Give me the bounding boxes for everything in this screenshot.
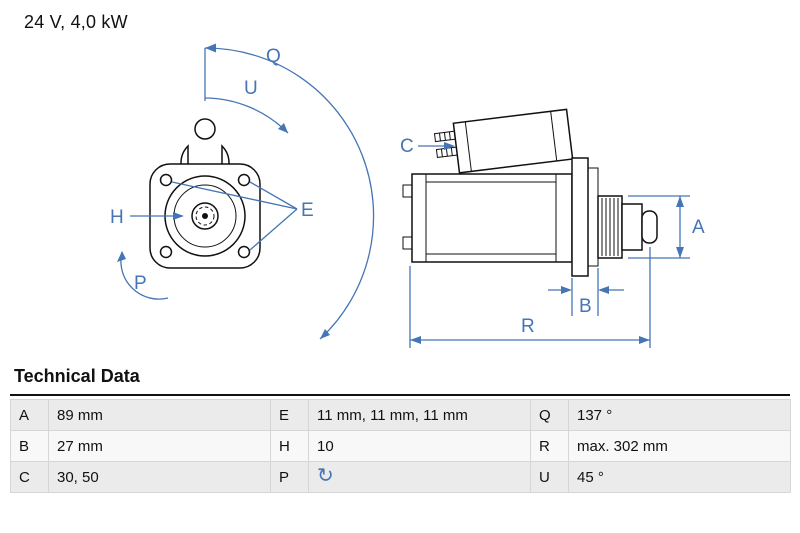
- spec-value-c: 30, 50: [48, 461, 271, 493]
- spec-key-e: E: [270, 399, 309, 431]
- spec-value-p: ↻: [308, 461, 531, 493]
- label-e: E: [301, 200, 314, 221]
- label-b: B: [579, 296, 592, 317]
- label-u: U: [244, 78, 258, 99]
- spec-value-e: 11 mm, 11 mm, 11 mm: [308, 399, 531, 431]
- spec-value-u: 45 °: [568, 461, 791, 493]
- starter-motor-technical-drawing: Q U H E P C A B R: [110, 43, 705, 348]
- spec-key-b: B: [10, 430, 49, 462]
- table-row: B 27 mm H 10 R max. 302 mm: [10, 430, 791, 462]
- label-a: A: [692, 217, 705, 238]
- spec-key-u: U: [530, 461, 569, 493]
- rotation-direction-icon: ↻: [317, 465, 334, 487]
- p-rotation-arc: [120, 251, 169, 300]
- spec-key-c: C: [10, 461, 49, 493]
- solenoid: [433, 108, 574, 174]
- spec-key-p: P: [270, 461, 309, 493]
- technical-data-table: A 89 mm E 11 mm, 11 mm, 11 mm Q 137 ° B …: [10, 399, 791, 493]
- spec-value-a: 89 mm: [48, 399, 271, 431]
- table-row: C 30, 50 P ↻ U 45 °: [10, 461, 791, 493]
- front-view: [149, 118, 261, 269]
- label-r: R: [521, 316, 535, 337]
- label-h: H: [110, 207, 124, 228]
- spec-value-b: 27 mm: [48, 430, 271, 462]
- spec-value-r: max. 302 mm: [568, 430, 791, 462]
- table-row: A 89 mm E 11 mm, 11 mm, 11 mm Q 137 °: [10, 399, 791, 431]
- spec-key-q: Q: [530, 399, 569, 431]
- label-p: P: [134, 273, 147, 294]
- product-spec-title: 24 V, 4,0 kW: [24, 12, 128, 32]
- u-angle-arc: [204, 97, 289, 134]
- label-q: Q: [266, 46, 281, 67]
- spec-key-a: A: [10, 399, 49, 431]
- drive-nose: [641, 210, 658, 244]
- technical-data-section: Technical Data A 89 mm E 11 mm, 11 mm, 1…: [10, 366, 791, 493]
- spec-key-h: H: [270, 430, 309, 462]
- spec-value-h: 10: [308, 430, 531, 462]
- side-view: [402, 108, 658, 277]
- label-c: C: [400, 136, 414, 157]
- motor-body: [411, 173, 573, 263]
- spec-value-q: 137 °: [568, 399, 791, 431]
- spec-key-r: R: [530, 430, 569, 462]
- dimension-lines: [117, 43, 690, 348]
- q-angle-arc: [204, 47, 375, 340]
- technical-data-heading: Technical Data: [10, 366, 790, 396]
